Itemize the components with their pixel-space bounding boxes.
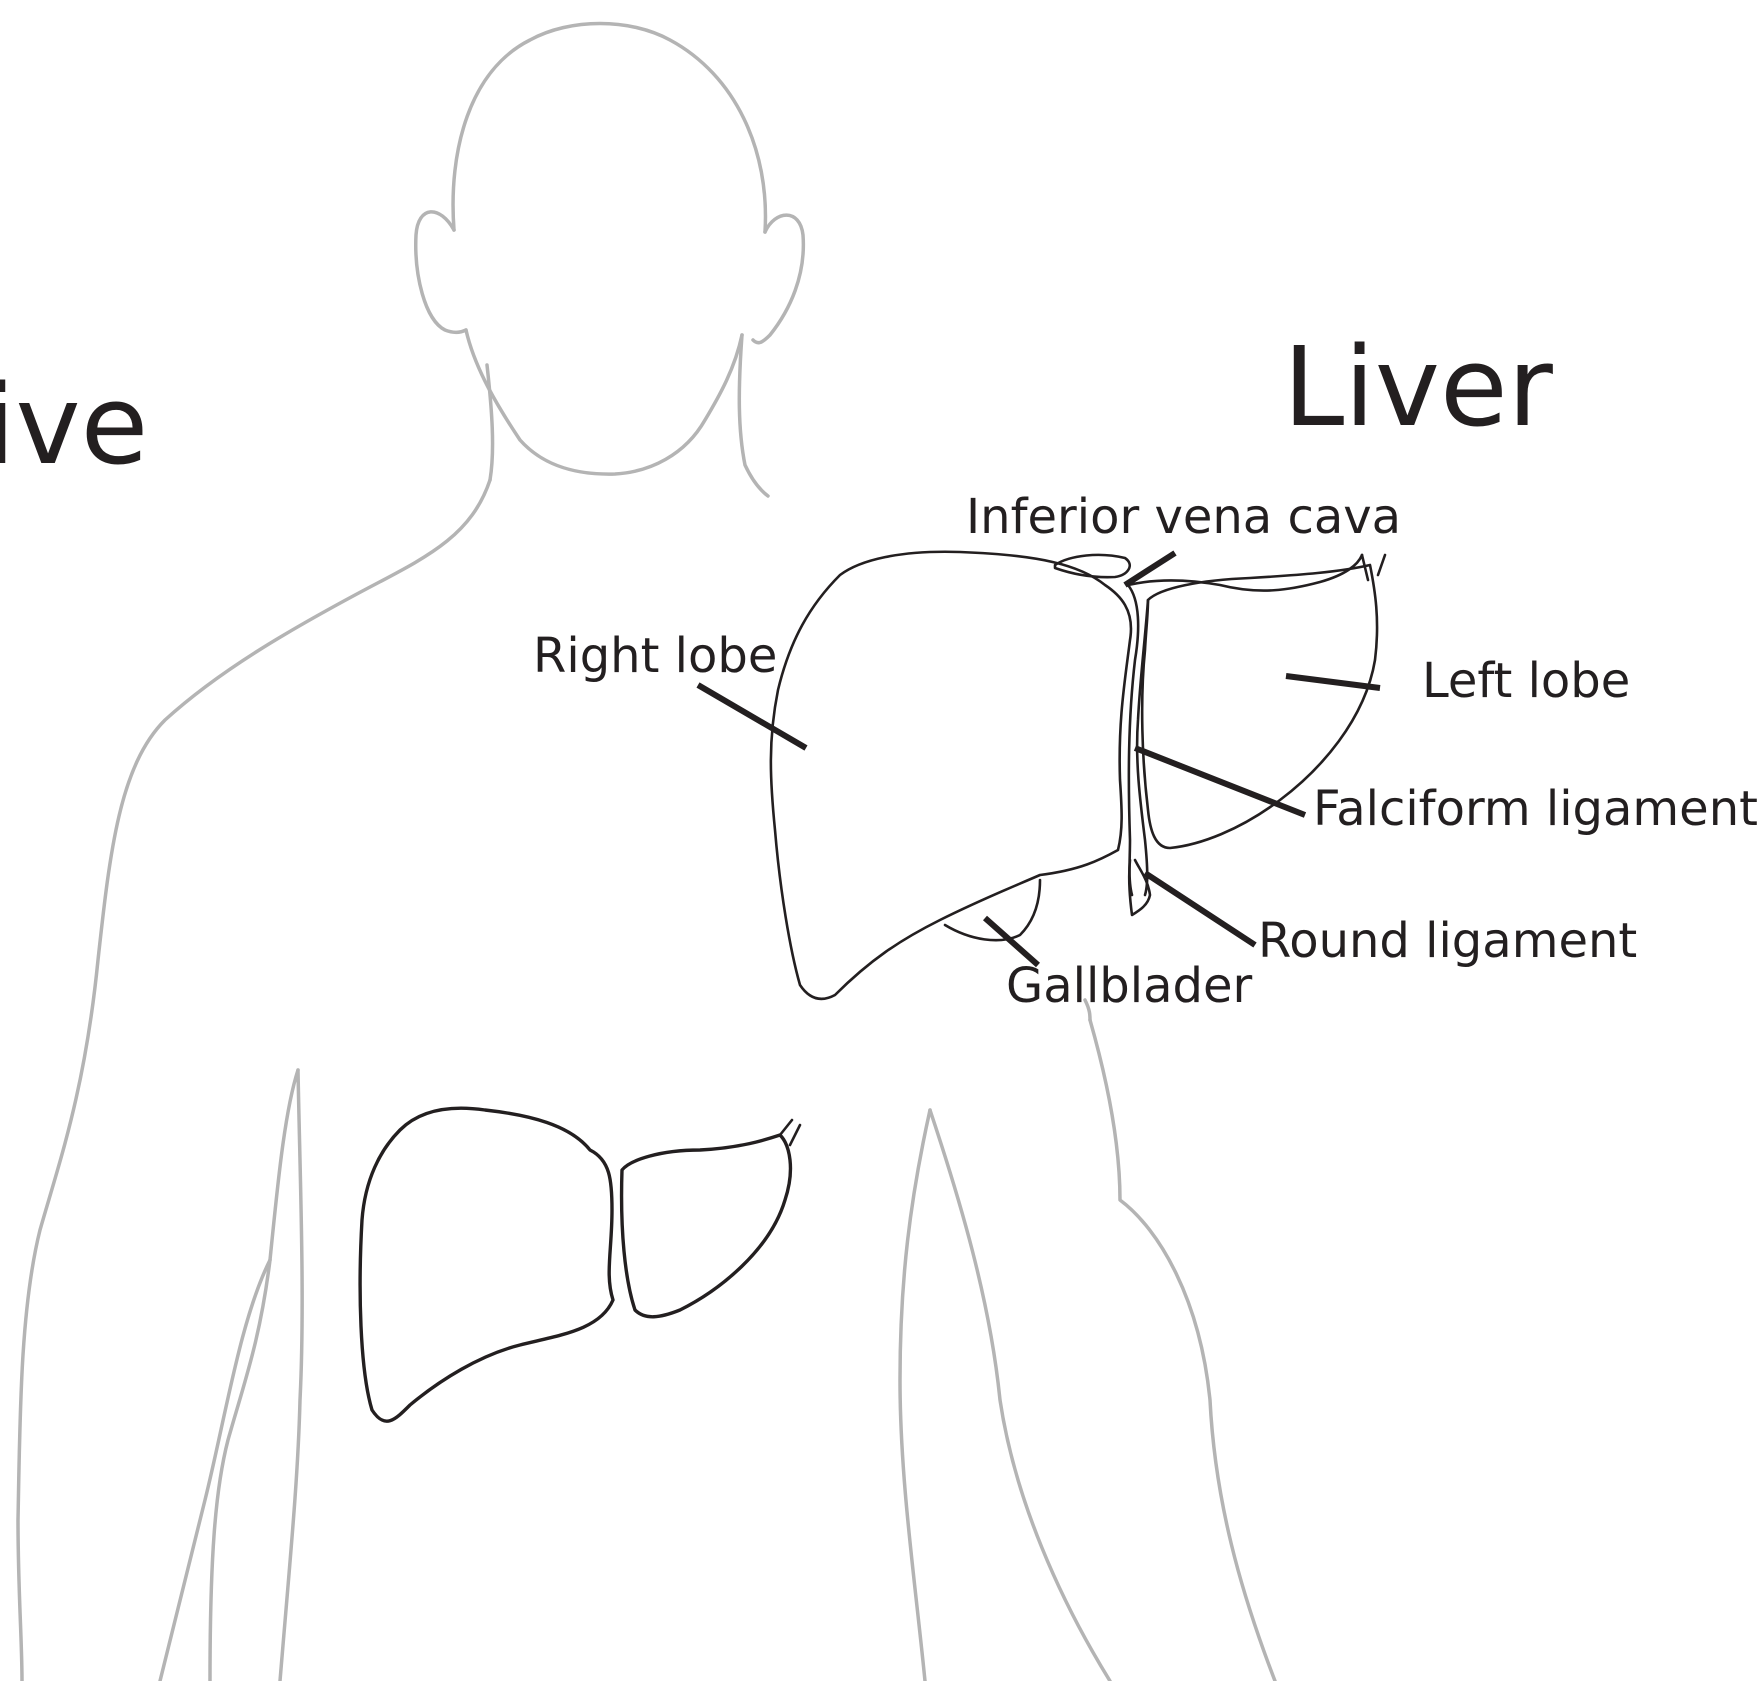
body-silhouette: [18, 24, 1275, 1681]
right-lobe-outline: [771, 552, 1131, 999]
page-title: Liver: [1283, 323, 1554, 451]
liver-on-body: [360, 1108, 800, 1421]
left-lobe-tip-tick: [1362, 555, 1385, 580]
leader-left-lobe: [1286, 676, 1380, 688]
head-outline: [453, 24, 765, 233]
label-round-ligament: Round ligament: [1258, 913, 1637, 969]
right-arm-outer-outline: [1090, 1020, 1275, 1681]
label-gallbladder: Gallblader: [1006, 958, 1253, 1014]
neck-left-outline: [487, 365, 493, 480]
label-right-lobe: Right lobe: [533, 628, 777, 684]
leader-right-lobe: [698, 685, 806, 748]
leader-lines: [698, 553, 1380, 965]
left-ear-outline: [416, 212, 466, 332]
left-shoulder-arm-outline: [18, 480, 490, 1681]
right-torso-outline: [900, 1110, 930, 1681]
left-forearm-outline: [160, 1260, 270, 1681]
left-torso-outline: [280, 1070, 302, 1681]
right-arm-inner-outline: [930, 1110, 1110, 1681]
label-falciform-ligament: Falciform ligament: [1313, 781, 1758, 837]
left-arm-inner-outline: [210, 1070, 298, 1681]
jaw-outline: [466, 330, 742, 474]
label-inferior-vena-cava: Inferior vena cava: [966, 489, 1401, 545]
neck-right-outline: [739, 335, 768, 496]
leader-falciform-ligament: [1135, 748, 1305, 815]
leader-round-ligament: [1145, 873, 1255, 945]
small-liver-left-lobe: [622, 1135, 791, 1317]
right-ear-outline: [753, 215, 803, 343]
cropped-title: ive: [0, 361, 148, 489]
small-liver-right-lobe: [360, 1108, 613, 1421]
label-left-lobe: Left lobe: [1422, 653, 1630, 709]
